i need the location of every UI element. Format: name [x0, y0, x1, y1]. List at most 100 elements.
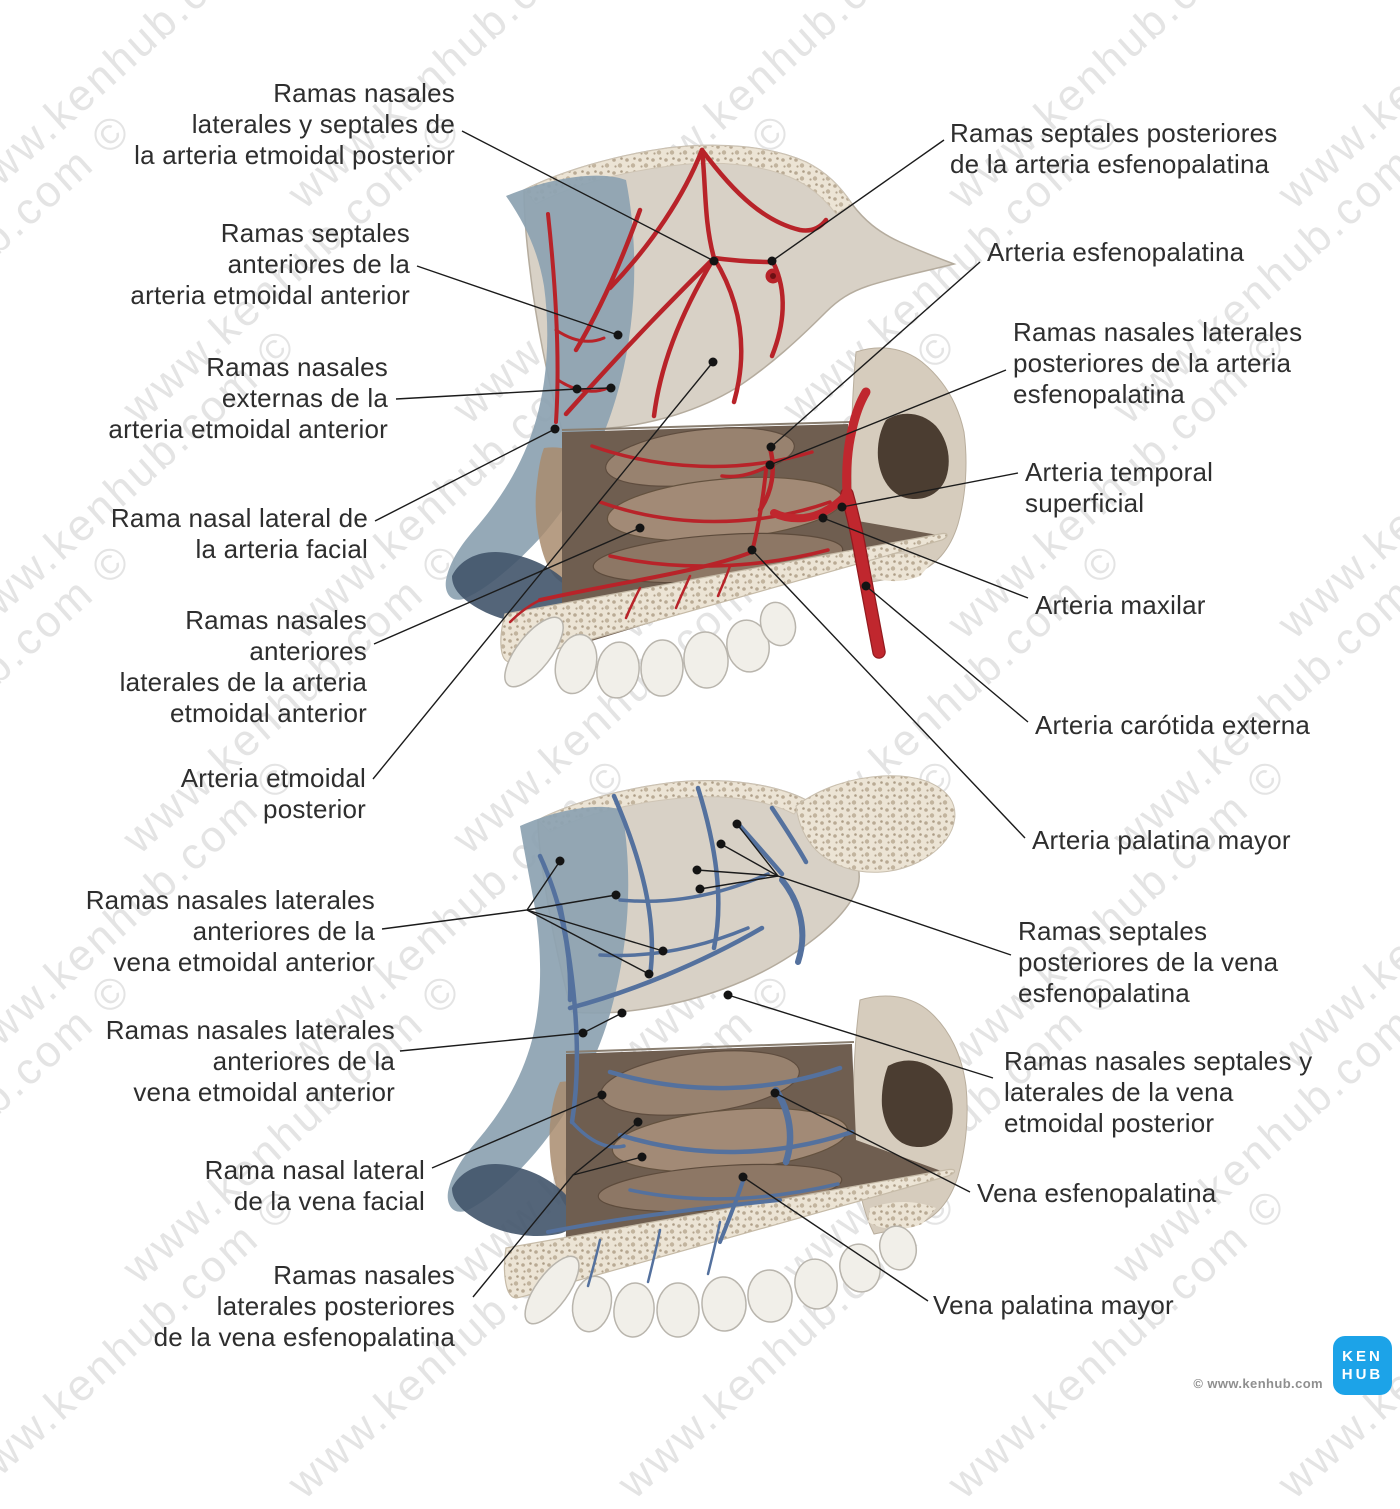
- cribriform-spongy-bone: [523, 144, 853, 215]
- label-line: esfenopalatina: [1018, 978, 1190, 1008]
- label-line: Ramas nasales: [206, 352, 388, 382]
- leader-line: [771, 139, 945, 262]
- label-line: Arteria maxilar: [1035, 590, 1206, 620]
- label-line: de la vena esfenopalatina: [153, 1322, 455, 1352]
- label-line: Ramas nasales: [185, 605, 367, 635]
- leader-dot: [723, 990, 733, 1000]
- label-line: etmoidal posterior: [1004, 1108, 1215, 1138]
- label-line: de la vena facial: [233, 1186, 425, 1216]
- leader-line: [374, 428, 556, 522]
- label-line: la arteria etmoidal posterior: [134, 140, 455, 170]
- leader-dot: [818, 513, 828, 523]
- label-line: anteriores de la: [212, 1046, 395, 1076]
- leader-line: [526, 909, 650, 975]
- leader-dot: [767, 256, 777, 266]
- leader-dot: [747, 545, 757, 555]
- leader-dot: [738, 1172, 748, 1182]
- sphenoid-sinus-cavity: [881, 1060, 953, 1148]
- label-line: vena etmoidal anterior: [133, 1077, 395, 1107]
- leader-dot: [861, 581, 871, 591]
- sphenoid-spongy-patch: [868, 1202, 936, 1230]
- leader-dot: [765, 460, 775, 470]
- anatomy-illustrations: [445, 144, 968, 1338]
- external-nose: [445, 175, 635, 600]
- carotid-artery-system: [770, 387, 886, 659]
- label-arteria-esfenopalatina: Arteria esfenopalatina: [987, 237, 1244, 268]
- sphenoid-spongy-patch: [866, 554, 934, 582]
- upper-teeth: [524, 1225, 918, 1338]
- sphenoid-sinus-cavity: [877, 413, 949, 500]
- leader-line: [526, 894, 617, 911]
- leader-line: [727, 994, 994, 1079]
- nostril: [452, 1164, 577, 1237]
- label-line: Arteria temporal: [1025, 457, 1214, 487]
- kenhub-logo: KEN HUB: [1333, 1336, 1392, 1395]
- upper-teeth: [504, 601, 797, 699]
- leader-line: [699, 875, 779, 890]
- leader-line: [841, 472, 1019, 508]
- label-line: Rama nasal lateral de: [110, 503, 368, 533]
- leader-dot: [635, 523, 645, 533]
- label-arteria-palatina-mayor: Arteria palatina mayor: [1032, 825, 1291, 856]
- label-line: Vena esfenopalatina: [977, 1178, 1217, 1208]
- leader-line: [461, 130, 715, 262]
- label-line: arteria etmoidal anterior: [108, 414, 388, 444]
- kenhub-logo-line1: KEN: [1342, 1347, 1383, 1365]
- leader-line: [720, 843, 779, 877]
- label-line: Ramas septales: [1018, 916, 1208, 946]
- leader-line: [373, 527, 641, 645]
- label-line: anteriores de la: [192, 916, 375, 946]
- label-line: Arteria esfenopalatina: [987, 237, 1245, 267]
- leader-line: [431, 1094, 603, 1169]
- label-line: laterales de la arteria: [119, 667, 367, 697]
- label-line: etmoidal anterior: [169, 698, 367, 728]
- arterial-supply-illustration: [445, 144, 967, 699]
- leader-line: [770, 261, 981, 448]
- leader-dot: [732, 819, 742, 829]
- leader-dot: [766, 442, 776, 452]
- leader-dot: [613, 330, 623, 340]
- leader-dot: [770, 1088, 780, 1098]
- label-line: Arteria etmoidal: [180, 763, 366, 793]
- label-line: laterales y septales de: [191, 109, 455, 139]
- leader-line: [769, 369, 1007, 466]
- label-line: Rama nasal lateral: [204, 1155, 425, 1185]
- label-line: Ramas nasales laterales: [105, 1015, 395, 1045]
- leader-dot: [550, 424, 560, 434]
- leader-dot: [692, 865, 702, 875]
- kenhub-logo-line2: HUB: [1341, 1365, 1384, 1383]
- label-line: posteriores de la vena: [1018, 947, 1279, 977]
- leader-dot: [617, 1008, 627, 1018]
- venous-drainage-illustration: [447, 775, 968, 1338]
- label-line: Ramas nasales septales y: [1004, 1046, 1313, 1076]
- label-line: superficial: [1025, 488, 1145, 518]
- nasal-floor-line: [561, 421, 851, 431]
- leader-line: [751, 549, 1026, 839]
- leader-line: [774, 1092, 971, 1193]
- leader-line: [822, 517, 1029, 599]
- leader-line: [696, 869, 779, 877]
- label-line: Ramas nasales: [273, 78, 455, 108]
- label-line: laterales posteriores: [216, 1291, 455, 1321]
- label-line: la arteria facial: [195, 534, 368, 564]
- leader-dot: [837, 502, 847, 512]
- leader-dot: [597, 1090, 607, 1100]
- leader-line: [526, 909, 664, 952]
- leader-dot: [716, 839, 726, 849]
- label-line: Ramas nasales laterales: [1013, 317, 1303, 347]
- leader-dot: [644, 969, 654, 979]
- label-arteria-carotida-externa: Arteria carótida externa: [1035, 710, 1310, 741]
- leader-dot: [572, 384, 582, 394]
- label-line: posterior: [263, 794, 366, 824]
